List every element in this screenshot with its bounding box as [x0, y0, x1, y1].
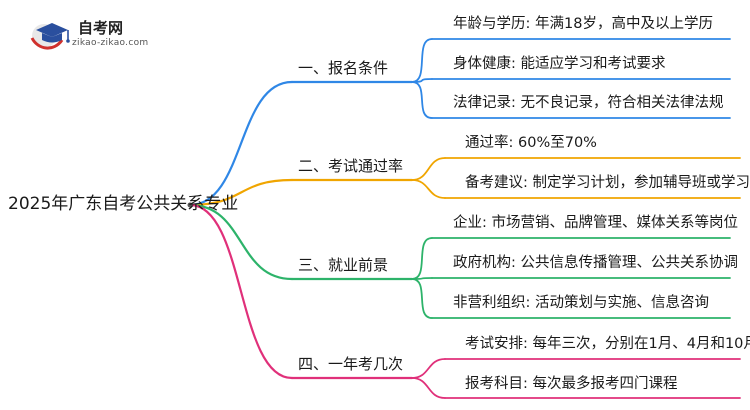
branch-3-node: 三、就业前景 — [298, 258, 388, 273]
leaf-label: 非营利组织: 活动策划与实施、信息咨询 — [453, 295, 709, 311]
leaf-label: 备考建议: 制定学习计划，参加辅导班或学习小组 — [465, 175, 750, 191]
leaf-node: 非营利组织: 活动策划与实施、信息咨询 — [453, 296, 709, 311]
leaf-connector — [411, 278, 433, 319]
leaf-node: 法律记录: 无不良记录，符合相关法律法规 — [453, 96, 724, 111]
branch-label: 三、就业前景 — [298, 256, 389, 274]
root-node: 2025年广东自考公共关系专业 — [8, 196, 238, 213]
branch-label: 一、报名条件 — [298, 59, 389, 77]
branch-4-node: 四、一年考几次 — [298, 357, 403, 372]
leaf-node: 年龄与学历: 年满18岁，高中及以上学历 — [453, 17, 713, 32]
branch-label: 四、一年考几次 — [298, 355, 404, 373]
site-logo[interactable]: 自考网 zikao-zikao.com — [28, 14, 188, 58]
branch-connector — [188, 203, 294, 281]
leaf-node: 报考科目: 每次最多报考四门课程 — [465, 377, 678, 392]
leaf-connector — [411, 179, 446, 199]
leaf-node: 备考建议: 制定学习计划，参加辅导班或学习小组 — [465, 176, 750, 191]
leaf-connector — [411, 157, 446, 181]
branch-connector — [188, 178, 294, 207]
leaf-label: 报考科目: 每次最多报考四门课程 — [465, 376, 678, 392]
leaf-connector — [411, 81, 433, 119]
branch-connector — [188, 80, 294, 207]
leaf-node: 政府机构: 公共信息传播管理、公共关系协调 — [453, 256, 738, 271]
leaf-connector — [411, 38, 433, 83]
logo-title: 自考网 — [78, 19, 124, 37]
root-connector-dot — [187, 202, 193, 208]
graduation-cap-logo-icon — [30, 23, 70, 50]
branch-label: 二、考试通过率 — [298, 157, 404, 175]
leaf-label: 企业: 市场营销、品牌管理、媒体关系等岗位 — [453, 215, 738, 231]
leaf-node: 通过率: 60%至70% — [465, 136, 597, 151]
leaf-node: 企业: 市场营销、品牌管理、媒体关系等岗位 — [453, 216, 738, 231]
branch-1-node: 一、报名条件 — [298, 61, 388, 76]
leaf-node: 身体健康: 能适应学习和考试要求 — [453, 57, 666, 72]
leaf-label: 身体健康: 能适应学习和考试要求 — [453, 56, 666, 72]
leaf-connector — [411, 237, 433, 280]
leaf-connector — [411, 377, 446, 399]
branch-connector — [188, 203, 294, 380]
leaf-node: 考试安排: 每年三次，分别在1月、4月和10月 — [465, 337, 750, 352]
leaf-label: 法律记录: 无不良记录，符合相关法律法规 — [453, 95, 724, 111]
leaf-label: 考试安排: 每年三次，分别在1月、4月和10月 — [465, 336, 750, 352]
leaf-label: 年龄与学历: 年满18岁，高中及以上学历 — [453, 16, 713, 32]
logo-subtitle: zikao-zikao.com — [72, 38, 149, 48]
leaf-label: 政府机构: 公共信息传播管理、公共关系协调 — [453, 255, 738, 271]
root-label: 2025年广东自考公共关系专业 — [8, 194, 239, 214]
leaf-label: 通过率: 60%至70% — [465, 135, 597, 151]
branch-2-node: 二、考试通过率 — [298, 159, 403, 174]
leaf-connector — [411, 358, 446, 379]
